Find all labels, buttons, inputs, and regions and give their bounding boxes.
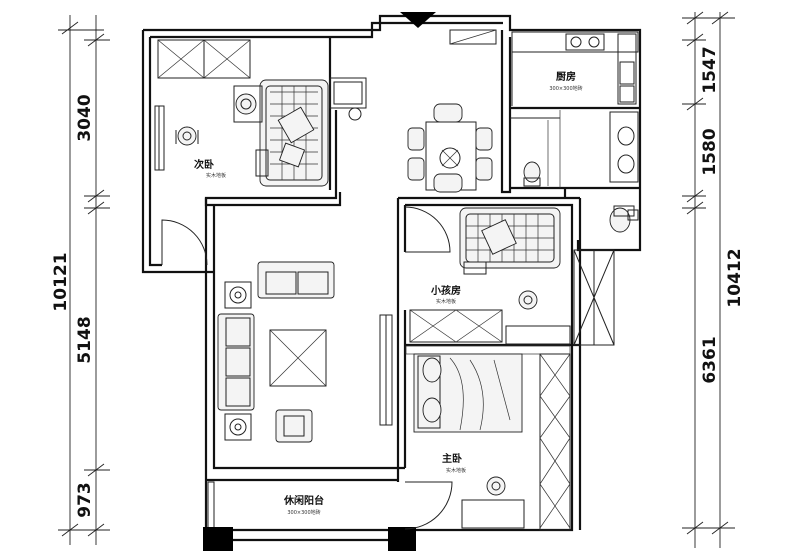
kitchen-label: 厨房 bbox=[556, 70, 576, 83]
dim-left-3: 5148 bbox=[75, 316, 95, 363]
dim-left-4: 973 bbox=[75, 482, 95, 518]
room-labels: 次卧 实木地板 厨房 300×300地砖 小孩房 实木地板 主卧 实木地板 休闲… bbox=[194, 70, 583, 516]
secondary-bedroom-floor: 实木地板 bbox=[206, 172, 226, 179]
dining-furniture bbox=[407, 29, 497, 193]
dim-right-2: 1580 bbox=[700, 128, 720, 175]
dim-right-1: 1547 bbox=[700, 46, 720, 93]
kitchen-floor: 300×300地砖 bbox=[549, 85, 582, 92]
right-dimension-lines bbox=[682, 11, 735, 548]
leisure-balcony-label: 休闲阳台 bbox=[283, 494, 324, 507]
master-bedroom-label: 主卧 bbox=[442, 452, 462, 465]
kids-room-furniture bbox=[404, 206, 571, 345]
kids-room-label: 小孩房 bbox=[430, 284, 461, 297]
bathroom-furniture bbox=[510, 110, 639, 233]
dim-right-4: 6361 bbox=[700, 336, 720, 383]
living-room-furniture bbox=[217, 261, 335, 443]
dim-right-3: 10412 bbox=[725, 248, 745, 307]
master-bedroom-floor: 实木地板 bbox=[446, 467, 466, 474]
kitchen-furniture bbox=[511, 31, 639, 106]
walls bbox=[141, 14, 642, 542]
kids-room-floor: 实木地板 bbox=[436, 298, 456, 305]
left-dimension-lines bbox=[58, 15, 110, 545]
master-bedroom-furniture bbox=[404, 345, 571, 531]
windows bbox=[154, 105, 615, 531]
dim-left-2: 10121 bbox=[51, 252, 71, 311]
dimension-labels: 3040 10121 5148 973 1547 1580 10412 6361 bbox=[51, 46, 745, 517]
dim-left-1: 3040 bbox=[75, 94, 95, 141]
secondary-bedroom-label: 次卧 bbox=[194, 158, 214, 171]
columns bbox=[203, 12, 436, 551]
secondary-bedroom-furniture bbox=[157, 39, 367, 266]
leisure-balcony-floor: 300×300地砖 bbox=[287, 509, 320, 516]
